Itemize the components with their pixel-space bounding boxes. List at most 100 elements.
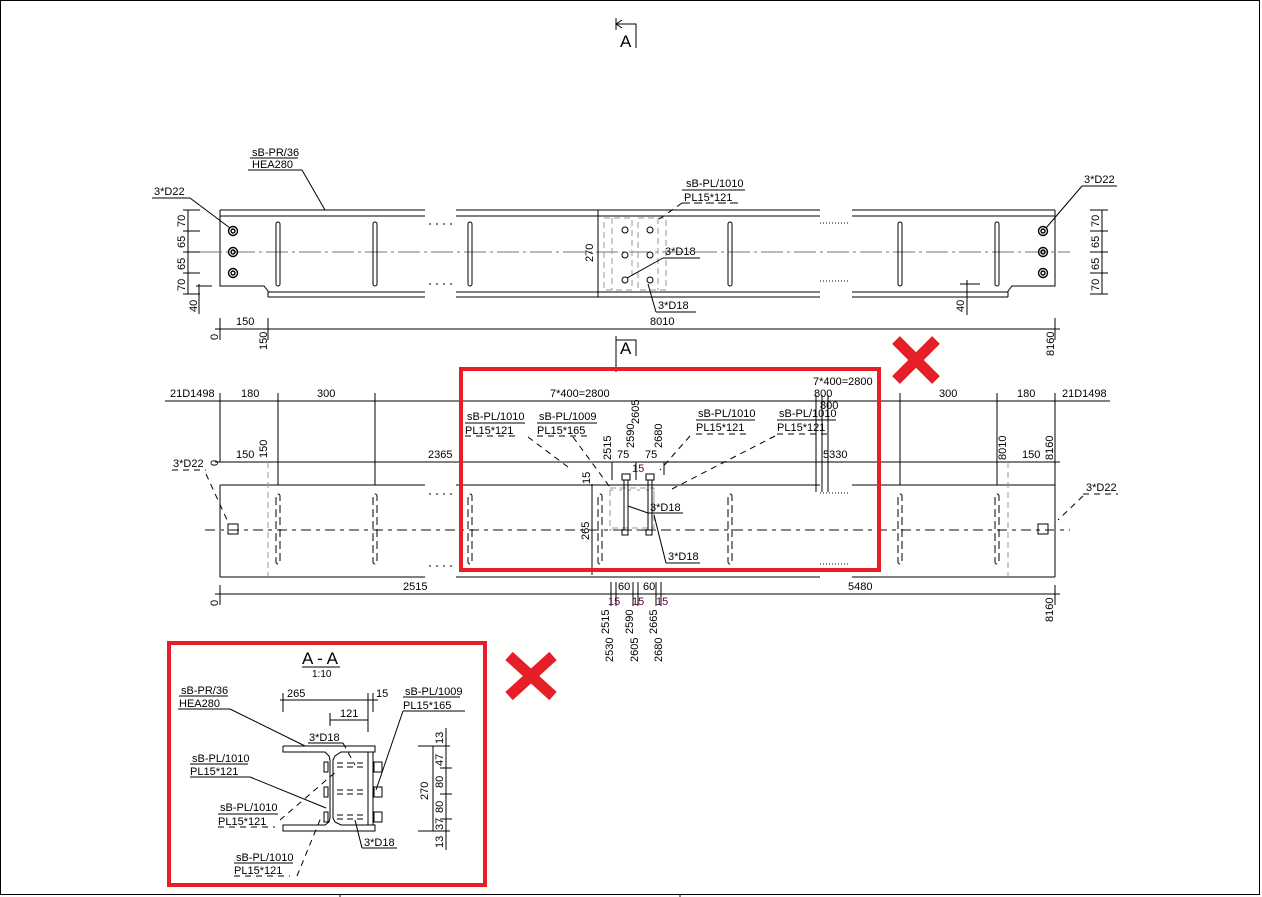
beam-mark-label: sB-PR/36 — [181, 685, 228, 697]
dim-label: 0 — [209, 334, 221, 340]
dim-label: 300 — [317, 388, 335, 400]
bolt-label: 3*D22 — [1084, 174, 1115, 186]
plate-mark-label: sB-PL/1010 — [467, 411, 524, 423]
dim-label: 5480 — [848, 581, 872, 593]
dim-label: 150 — [1022, 449, 1040, 461]
bolt-label: 3*D22 — [173, 458, 204, 470]
dim-label: 80 — [434, 776, 446, 788]
dim-label: 15 — [632, 463, 644, 475]
section-title: A - A — [302, 649, 339, 668]
dim-label: 2605 — [630, 400, 642, 424]
dim-label: 21D1498 — [1062, 388, 1107, 400]
dim-label: 15 — [581, 472, 593, 484]
bolt-label: 3*D22 — [1086, 482, 1117, 494]
plate-profile-label: PL15*121 — [218, 816, 266, 828]
dim-label: 8010 — [997, 436, 1009, 460]
dim-label: 150 — [258, 332, 270, 350]
dim-label: 65 — [1090, 236, 1102, 248]
plate-profile-label: PL15*165 — [403, 700, 451, 712]
dim-label: 7*400=2800 — [550, 388, 610, 400]
dim-label: 40 — [955, 300, 967, 312]
dim-label: 2590 — [624, 610, 636, 634]
dim-label: 15 — [632, 596, 644, 608]
stiffener-slots — [275, 221, 1000, 287]
dim-label: 15 — [656, 596, 668, 608]
dim-label: 2530 — [604, 638, 616, 662]
beam-profile-label: HEA280 — [252, 159, 293, 171]
plate-profile-label: PL15*121 — [234, 865, 282, 877]
dim-label: 70 — [176, 215, 188, 227]
dim-label: 0 — [209, 460, 221, 466]
dim-label: 60 — [643, 581, 655, 593]
dim-label: 7*400=2800 — [813, 376, 873, 388]
section-mark-label: A — [620, 339, 632, 358]
stiffeners — [275, 493, 1000, 565]
bolt-icon — [227, 225, 1049, 279]
dim-label: 13 — [434, 836, 446, 848]
bolt-label: 3*D18 — [658, 300, 689, 312]
bolt-label: 3*D18 — [665, 246, 696, 258]
dim-label: 150 — [236, 316, 254, 328]
plate-profile-label: PL15*165 — [537, 425, 585, 437]
dim-label: 2665 — [648, 610, 660, 634]
dim-label: 70 — [1090, 279, 1102, 291]
section-mark-middle: A — [615, 336, 637, 372]
dim-270: 270 — [584, 244, 596, 262]
plate-profile-label: PL15*121 — [684, 192, 732, 204]
dim-label: 37 — [434, 818, 446, 830]
dim-label: 65 — [1090, 258, 1102, 270]
plate-mark-label: sB-PL/1010 — [779, 408, 836, 420]
plate-mark-label: sB-PL/1009 — [405, 686, 462, 698]
dim-label: 8160 — [1044, 436, 1056, 460]
section-scale: 1:10 — [312, 669, 332, 680]
dim-label: 2590 — [625, 424, 637, 448]
red-x-icon — [892, 336, 940, 384]
dim-label: 75 — [645, 449, 657, 461]
plate-mark-label: sB-PL/1010 — [686, 178, 743, 190]
splice-plates — [603, 217, 667, 291]
dim-label: 8010 — [650, 316, 674, 328]
bolt-label: 3*D18 — [309, 732, 340, 744]
dim-label: 75 — [617, 449, 629, 461]
section-mark-top: A — [615, 18, 637, 51]
plate-profile-label: PL15*121 — [190, 766, 238, 778]
red-x-icon — [505, 651, 557, 701]
dim-label: 0 — [209, 600, 221, 606]
dim-label: 8160 — [1045, 332, 1057, 356]
plate-mark-label: sB-PL/1009 — [539, 411, 596, 423]
section-mark-label: A — [620, 32, 632, 51]
dim-label: 70 — [1090, 215, 1102, 227]
dim-label: 180 — [241, 388, 259, 400]
plate-profile-label: PL15*121 — [777, 422, 825, 434]
dim-label: 270 — [419, 782, 431, 800]
bolt-icon — [621, 226, 654, 284]
dim-label: 121 — [340, 708, 358, 720]
dim-label: 2515 — [600, 610, 612, 634]
plan-view: sB-PR/36 HEA280 3*D22 3*D22 sB-PL/1010 P… — [152, 147, 1117, 356]
dim-label: 60 — [618, 581, 630, 593]
dim-label: 150 — [258, 440, 270, 458]
dim-label: 300 — [939, 388, 957, 400]
dim-label: 800 — [814, 388, 832, 400]
bolt-label: 3*D18 — [650, 502, 681, 514]
plate-profile-label: PL15*121 — [696, 422, 744, 434]
dim-label: 265 — [580, 522, 592, 540]
hea-profile — [282, 745, 383, 832]
dim-label: 5330 — [823, 449, 847, 461]
bolt-label: 3*D22 — [154, 186, 185, 198]
bolt-icon — [227, 473, 1049, 536]
section-a-a: A - A 1:10 sB-PR/36 HEA280 sB-PL/1009 PL… — [178, 649, 465, 877]
dim-label: 65 — [176, 258, 188, 270]
dim-label: 21D1498 — [170, 388, 215, 400]
dim-label: 180 — [1017, 388, 1035, 400]
dim-label: 2365 — [428, 449, 452, 461]
bolt-label: 3*D18 — [668, 551, 699, 563]
dim-label: 8160 — [1044, 598, 1056, 622]
elevation-view: 21D1498 180 300 7*400=2800 7*400=2800 80… — [165, 376, 1118, 662]
dim-label: 13 — [434, 732, 446, 744]
dim-label: 70 — [176, 279, 188, 291]
dim-label: 15 — [376, 688, 388, 700]
plate-mark-label: sB-PL/1010 — [220, 802, 277, 814]
